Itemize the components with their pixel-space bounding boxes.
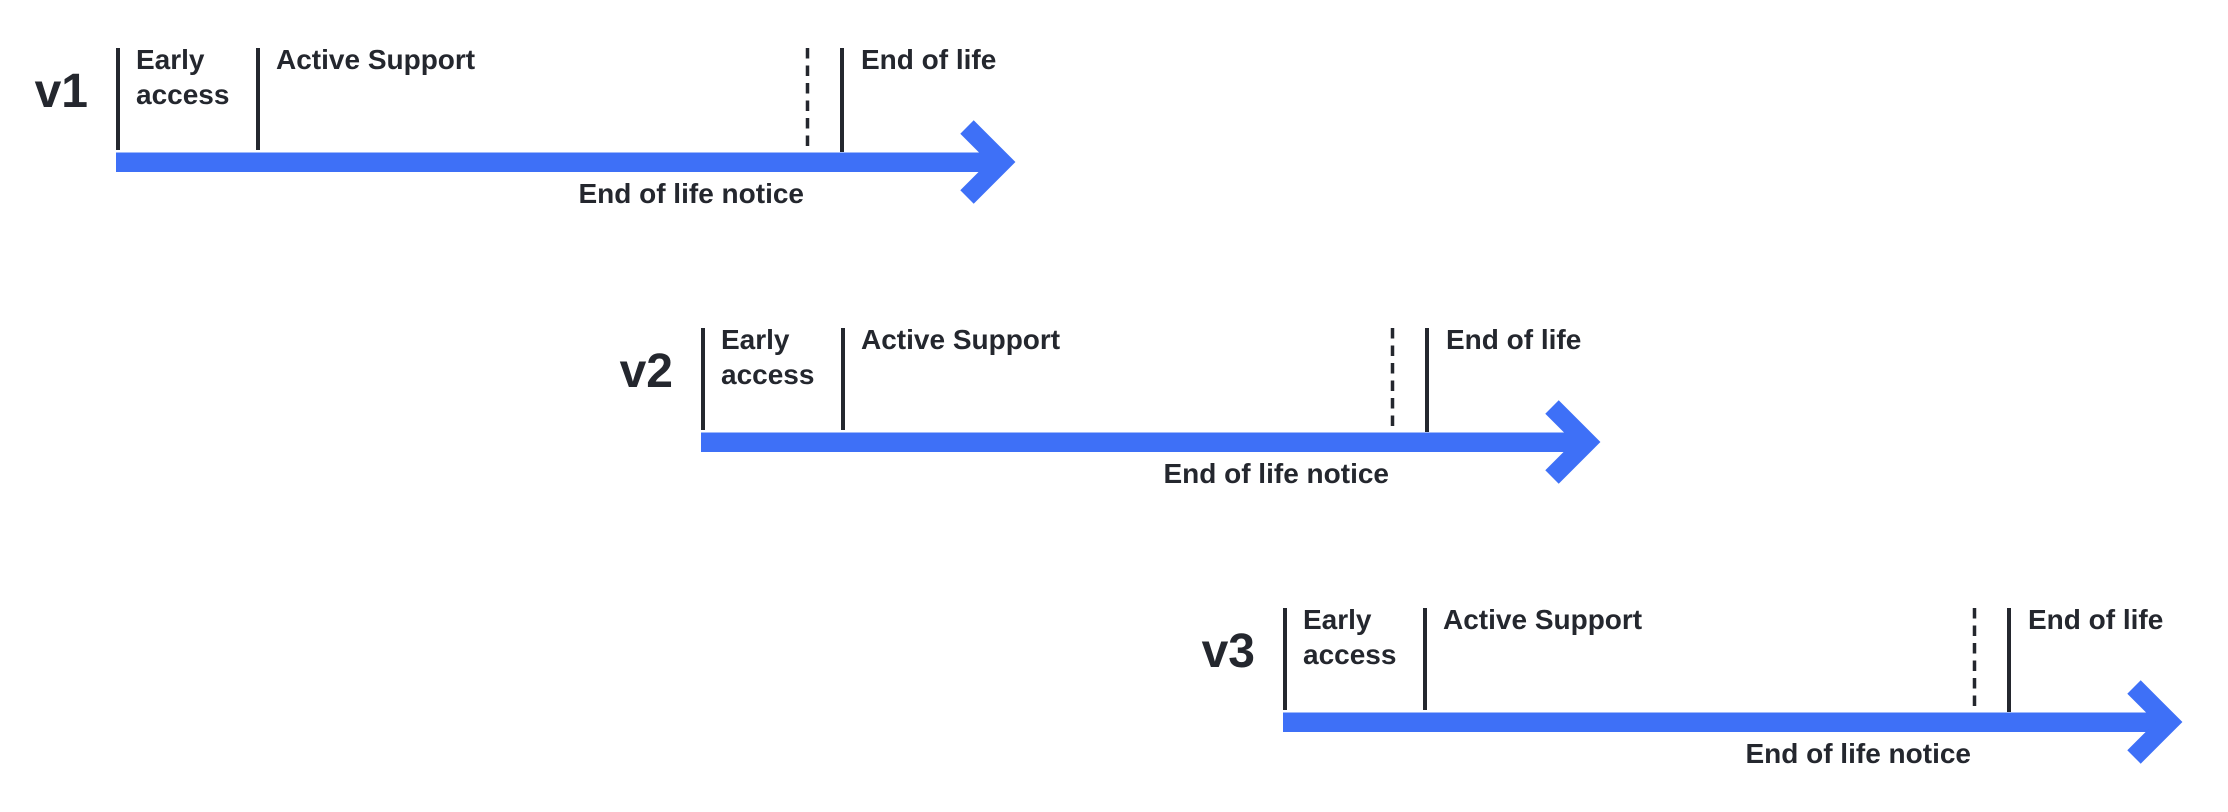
version-label: v3: [1201, 625, 1255, 678]
end-of-life-notice-label: End of life notice: [1163, 458, 1389, 489]
early-access-label: Early access: [136, 44, 230, 110]
end-of-life-label: End of life: [2028, 604, 2164, 635]
version-label: v2: [619, 345, 673, 398]
end-of-life-notice-label: End of life notice: [578, 178, 804, 209]
active-support-label: Active Support: [276, 44, 476, 75]
end-of-life-label: End of life: [861, 44, 997, 75]
arrowhead-icon: [960, 120, 1016, 204]
arrowhead-icon: [1545, 400, 1601, 484]
active-support-label: Active Support: [861, 324, 1061, 355]
end-of-life-notice-label: End of life notice: [1745, 738, 1971, 769]
end-of-life-label: End of life: [1446, 324, 1582, 355]
timeline-v1-graphics: [116, 48, 1016, 204]
timeline-v2-graphics: [701, 328, 1601, 484]
timeline-bar: [701, 432, 1577, 452]
timeline-bar: [116, 152, 992, 172]
active-support-label: Active Support: [1443, 604, 1643, 635]
early-access-label: Early access: [721, 324, 815, 390]
timeline-v2: v2 Early access Active Support End of li…: [585, 280, 1646, 512]
timeline-v3: v3 Early access Active Support End of li…: [1167, 560, 2228, 792]
timeline-v3-graphics: [1283, 608, 2183, 764]
timeline-bar: [1283, 712, 2159, 732]
early-access-label: Early access: [1303, 604, 1397, 670]
timeline-v1: v1 Early access Active Support End of li…: [0, 0, 1061, 232]
arrowhead-icon: [2127, 680, 2183, 764]
version-label: v1: [34, 65, 88, 118]
